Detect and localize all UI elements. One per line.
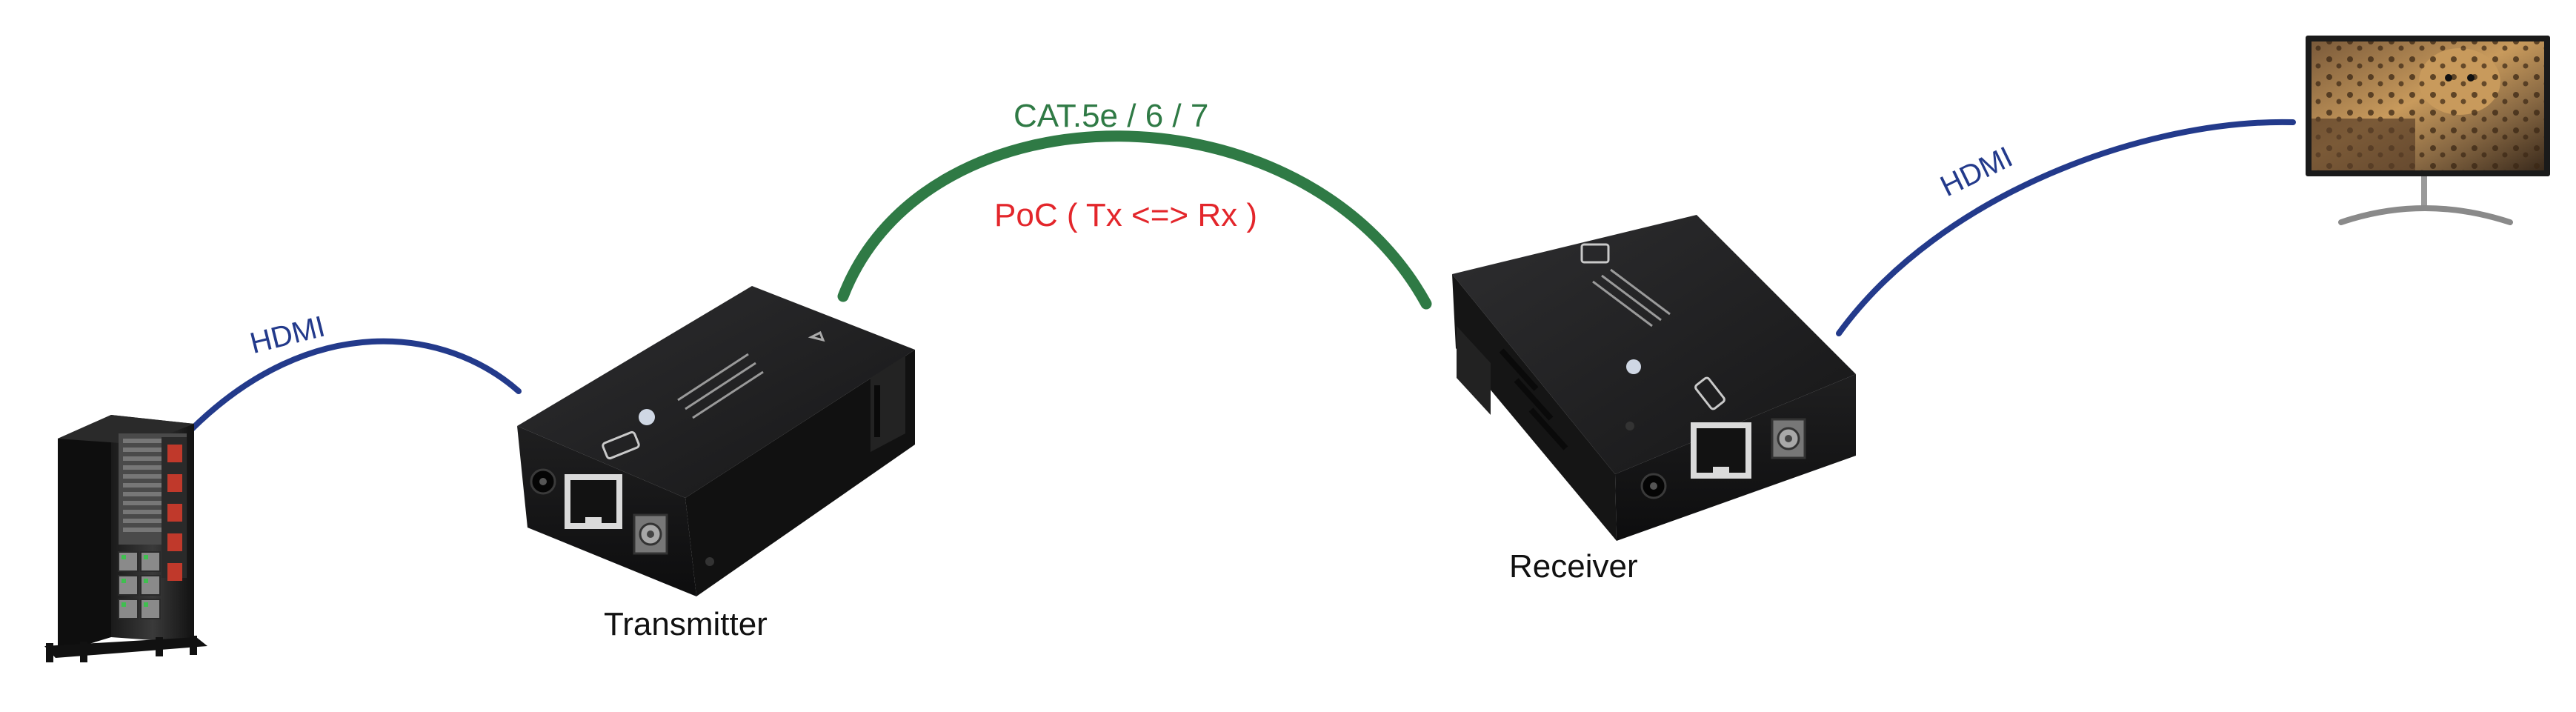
monitor-icon (2306, 36, 2550, 225)
receiver-label: Receiver (1509, 548, 1638, 585)
transmitter-label: Transmitter (604, 606, 768, 642)
cable-type-label: CAT.5e / 6 / 7 (1014, 98, 1209, 134)
receiver-device (1452, 215, 1856, 541)
computer-tower-icon (44, 415, 207, 662)
poc-label: PoC ( Tx <=> Rx ) (994, 197, 1257, 233)
cat-cable (837, 130, 1432, 310)
transmitter-device (517, 286, 915, 596)
hdmi-cable-right (1836, 119, 2296, 336)
hdmi-cable-left (188, 338, 522, 433)
